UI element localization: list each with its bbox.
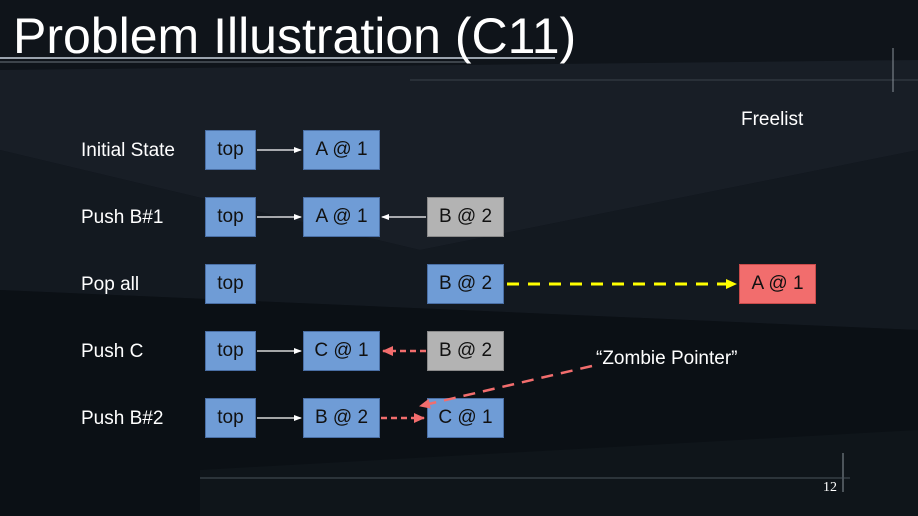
top-node: top <box>205 197 256 237</box>
top-node: top <box>205 398 256 438</box>
node-b2: B @ 2 <box>427 264 504 304</box>
node-a1: A @ 1 <box>303 197 380 237</box>
row-label-push-b2: Push B#2 <box>81 408 164 429</box>
top-node: top <box>205 130 256 170</box>
node-b2: B @ 2 <box>427 197 504 237</box>
node-a1: A @ 1 <box>303 130 380 170</box>
arrow-zombie-pointer <box>419 364 593 409</box>
row-label-pop-all: Pop all <box>81 274 140 295</box>
row-label-push-c: Push C <box>81 341 144 362</box>
zombie-pointer-label: “Zombie Pointer” <box>596 348 738 369</box>
top-node: top <box>205 264 256 304</box>
node-b2: B @ 2 <box>303 398 380 438</box>
node-c1: C @ 1 <box>303 331 380 371</box>
freelist-node-a1: A @ 1 <box>739 264 816 304</box>
page-number: 12 <box>823 480 837 495</box>
top-node: top <box>205 331 256 371</box>
slide-title: Problem Illustration (C11) <box>13 8 577 64</box>
node-b2: B @ 2 <box>427 331 504 371</box>
row-label-initial-state: Initial State <box>81 140 175 161</box>
freelist-label: Freelist <box>741 109 804 130</box>
node-c1: C @ 1 <box>427 398 504 438</box>
row-label-push-b1: Push B#1 <box>81 207 164 228</box>
